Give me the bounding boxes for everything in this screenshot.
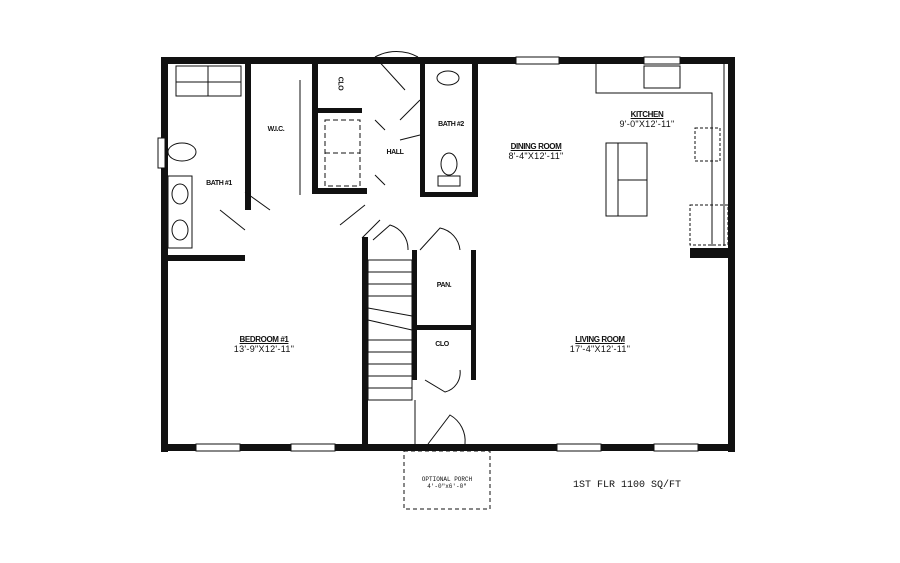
floor-area-label: 1ST FLR 1100 SQ/FT: [572, 480, 682, 491]
room-wic: W.I.C.: [267, 126, 285, 133]
room-bedroom-1: BEDROOM #1 13'-9"X12'-11": [233, 335, 295, 354]
porch-label: OPTIONAL PORCH 4'-0"x6'-0": [421, 476, 473, 490]
interior-walls: [161, 57, 735, 447]
room-bath-2: BATH #2: [438, 121, 464, 128]
room-closet-upper: CLO: [336, 76, 344, 91]
room-dining: DINING ROOM 8'-4"X12'-11": [508, 142, 564, 161]
windows: [157, 56, 699, 452]
room-pantry: PAN.: [436, 282, 452, 289]
stairs: [367, 259, 416, 444]
fixtures: [167, 64, 729, 510]
room-kitchen: KITCHEN 9'-0"X12'-11": [619, 110, 675, 129]
room-closet-lower: CLO: [435, 341, 449, 348]
room-living: LIVING ROOM 17'-4"X12'-11": [569, 335, 631, 354]
doors: [219, 51, 466, 445]
room-hall: HALL: [386, 149, 404, 156]
room-bath-1: BATH #1: [206, 180, 232, 187]
